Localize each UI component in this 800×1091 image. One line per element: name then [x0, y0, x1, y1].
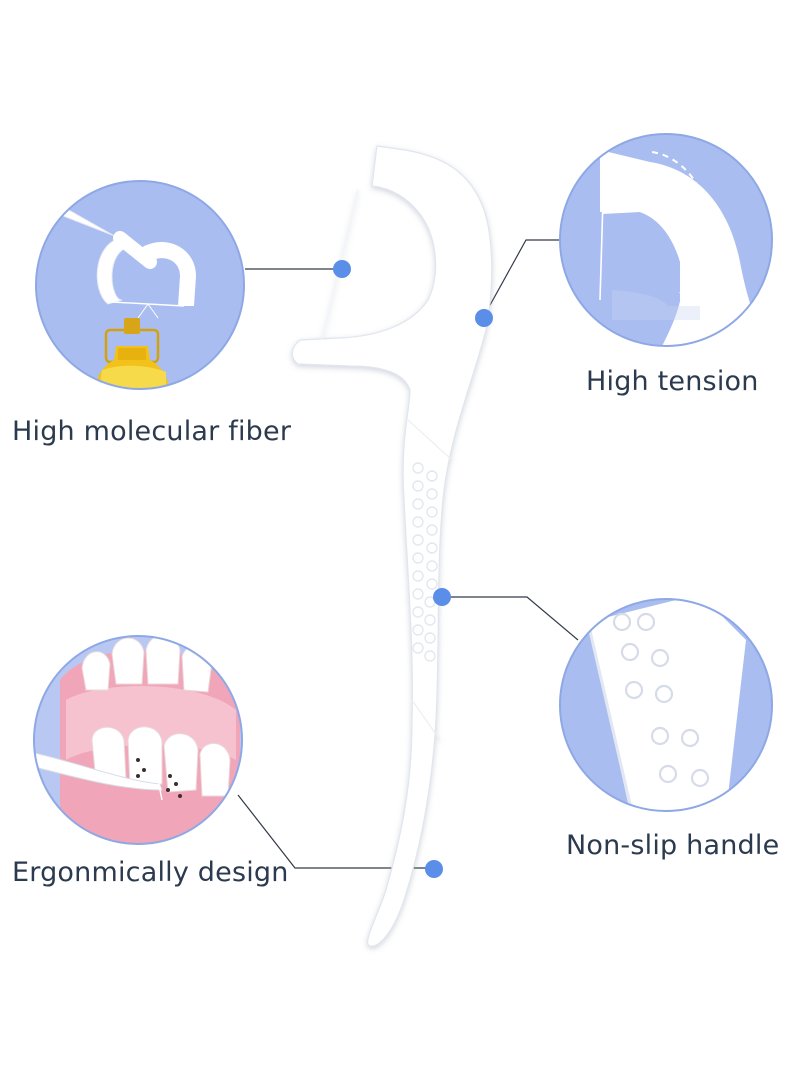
circle-fiber — [35, 180, 245, 390]
marker-dots — [333, 260, 493, 878]
feature-label-handle: Non-slip handle — [566, 830, 780, 861]
marker-dot-handle — [433, 588, 451, 606]
tension-arrow-icon — [651, 151, 714, 301]
feature-label-tension: High tension — [586, 366, 759, 397]
marker-dot-tension — [475, 309, 493, 327]
feature-label-ergonomic: Ergonmically design — [12, 857, 289, 888]
teeth-icon — [34, 636, 240, 844]
mini-floss-pick-icon — [57, 204, 134, 305]
floss-pick-illustration — [291, 145, 493, 947]
marker-dot-fiber — [333, 260, 351, 278]
leader-lines — [237, 239, 579, 869]
leader-line-handle — [442, 596, 579, 641]
handle-grip-dots — [412, 462, 438, 662]
circle-ergonomic — [33, 635, 243, 845]
feature-label-fiber: High molecular fiber — [12, 416, 292, 447]
circle-handle — [559, 598, 773, 812]
leader-line-ergo — [237, 794, 432, 869]
grip-dots-icon — [612, 612, 710, 788]
marker-dot-ergo — [425, 860, 443, 878]
floss-string — [599, 165, 605, 301]
circle-tension — [559, 133, 773, 347]
leader-line-tension — [483, 239, 560, 317]
